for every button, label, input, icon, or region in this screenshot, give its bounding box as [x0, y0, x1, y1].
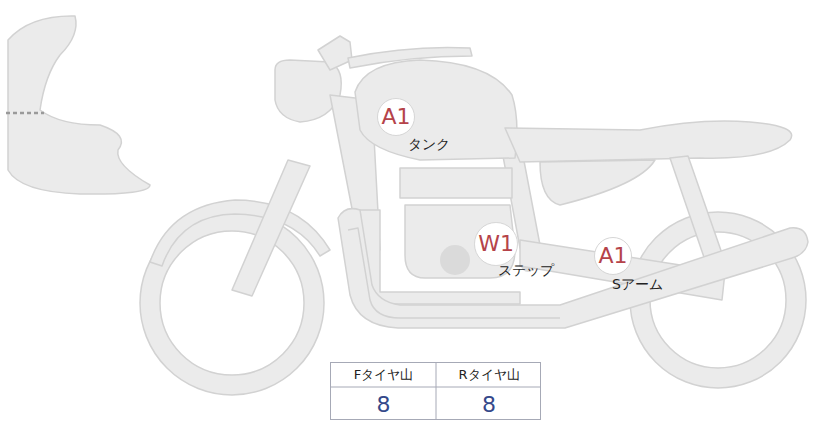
table-cell: Fタイヤ山 [331, 363, 436, 387]
table-cell: Rタイヤ山 [437, 363, 541, 387]
table-divider [331, 387, 540, 388]
part-name: ステップ [498, 263, 554, 278]
table-cell: 8 [331, 388, 436, 420]
table-divider [436, 363, 437, 419]
table-header: Fタイヤ山 [354, 366, 413, 384]
callout-circle: W1 [474, 222, 518, 266]
table-cell: 8 [437, 388, 541, 420]
callout-circle: A1 [594, 237, 632, 275]
tread-table: Fタイヤ山 Rタイヤ山 8 8 [330, 362, 541, 420]
callout-number: A1 [381, 106, 410, 128]
part-name: タンク [408, 137, 450, 152]
callout-number: A1 [598, 245, 627, 267]
part-name: Sアーム [612, 277, 663, 292]
table-header: Rタイヤ山 [458, 366, 519, 384]
callout-circle: A1 [377, 98, 415, 136]
tread-value: 8 [482, 392, 496, 417]
tread-value: 8 [377, 392, 391, 417]
callout-number: W1 [478, 233, 514, 255]
